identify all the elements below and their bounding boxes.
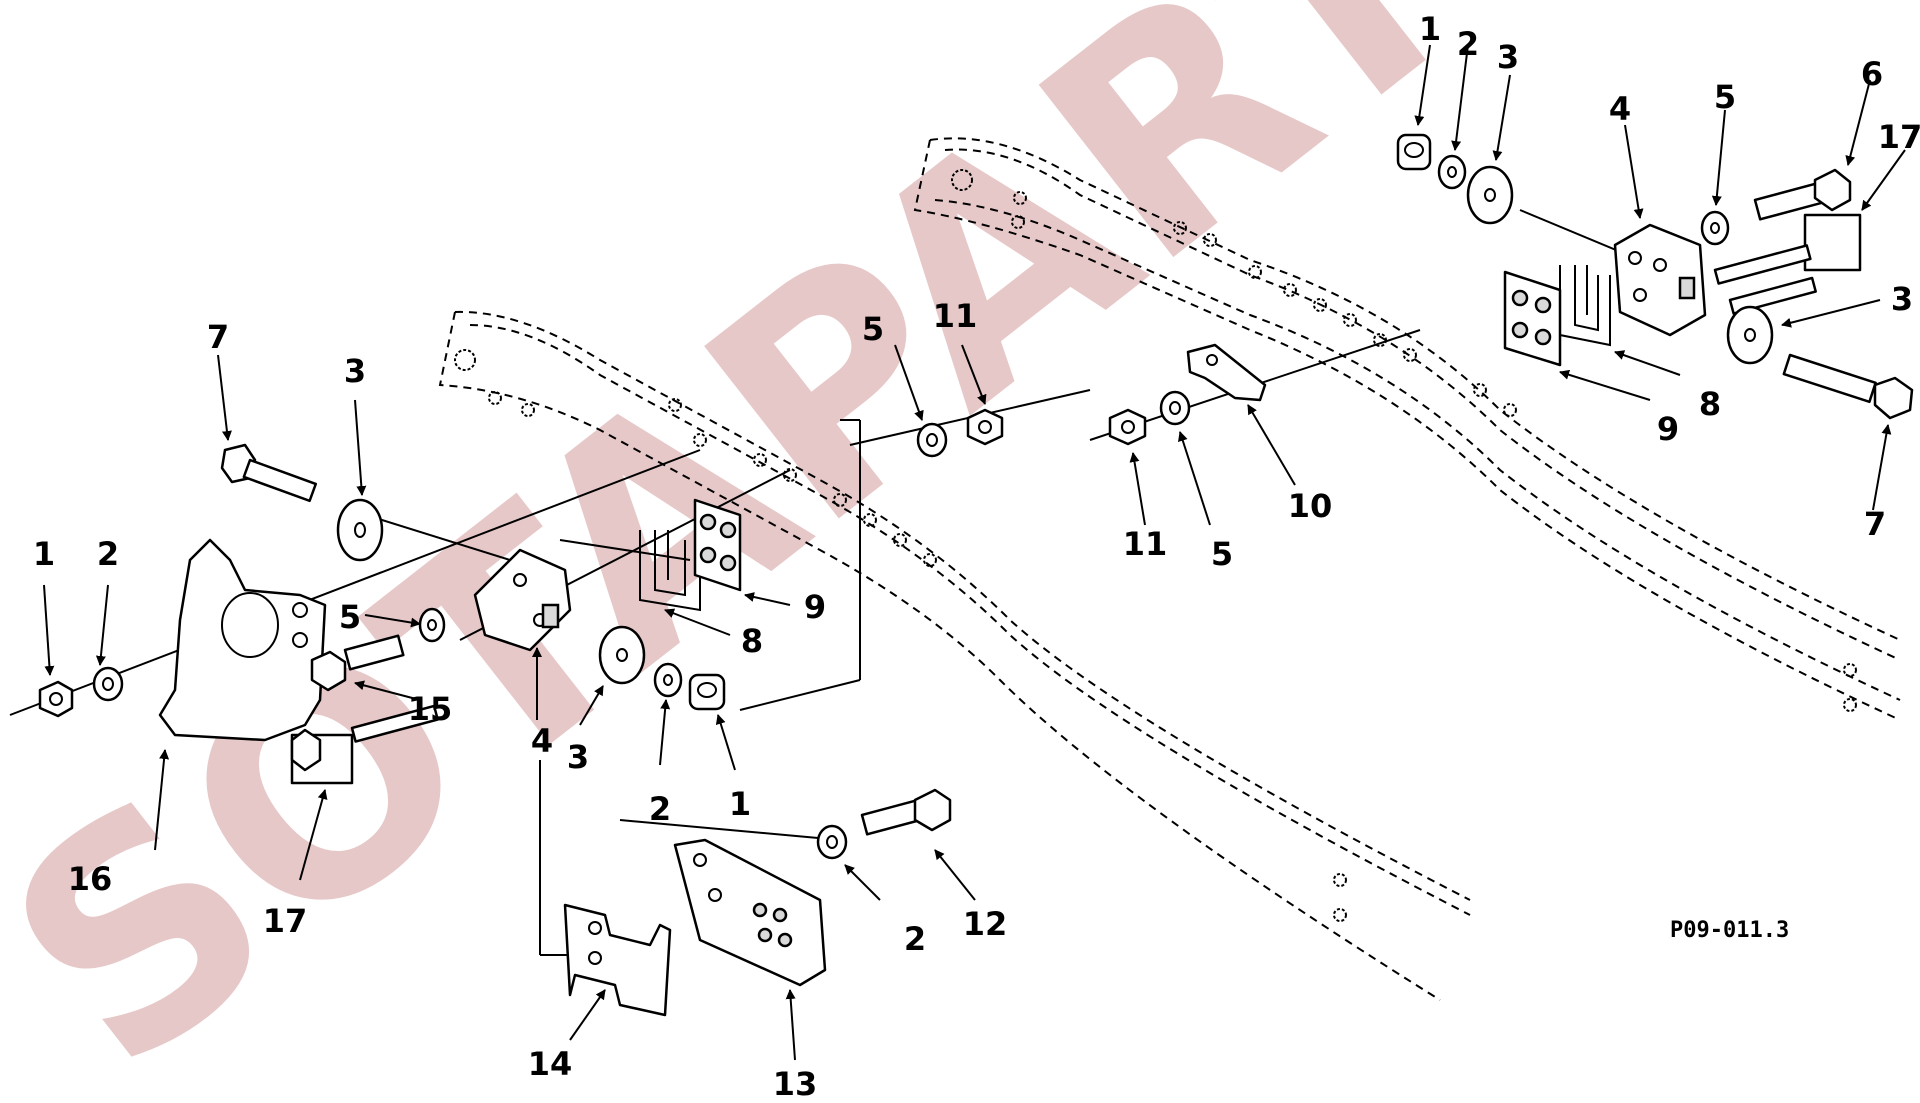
part-clamp-17-left: [290, 704, 439, 785]
part-bolt-12: [860, 788, 952, 836]
callout-12: 12: [963, 905, 1008, 943]
callout-11: 11: [1123, 525, 1168, 563]
callout-3: 3: [1497, 38, 1519, 76]
part-nut-1-right: [1396, 133, 1432, 171]
part-washer-5-left: [418, 607, 446, 643]
callout-5: 5: [339, 598, 361, 636]
part-washer-3-left: [336, 498, 384, 562]
part-washer-3-center: [598, 625, 646, 685]
callout-17: 17: [1878, 118, 1920, 156]
drawing-code: P09-011.3: [1670, 918, 1789, 943]
part-block-4-left: [473, 548, 572, 652]
callout-10: 10: [1288, 487, 1333, 525]
part-washer-5-right: [1159, 390, 1191, 426]
callout-9: 9: [804, 588, 826, 626]
callout-8: 8: [1699, 385, 1721, 423]
part-nut-11-middle: [966, 408, 1004, 446]
part-bracket-10: [1186, 343, 1267, 402]
callout-15: 15: [408, 690, 453, 728]
part-washer-2-center: [653, 662, 683, 698]
callout-7: 7: [207, 318, 229, 356]
part-clamp-17-right: [1713, 213, 1862, 315]
part-washer-2-left: [92, 666, 124, 702]
part-washer-5-far-right: [1700, 210, 1730, 246]
callout-7: 7: [1864, 505, 1886, 543]
frame-rail-rear: [913, 137, 1901, 721]
callout-17: 17: [263, 902, 308, 940]
callout-2: 2: [649, 790, 671, 828]
callout-5: 5: [1714, 78, 1736, 116]
callout-2: 2: [904, 920, 926, 958]
part-plate-9-left: [693, 498, 742, 592]
callout-1: 1: [729, 785, 751, 823]
callout-16: 16: [68, 860, 113, 898]
part-hitch-bracket-16: [158, 538, 327, 742]
callout-3: 3: [567, 738, 589, 776]
part-washer-2-right: [1437, 154, 1467, 190]
part-washer-2-bottom: [816, 824, 848, 860]
part-plate-13: [673, 838, 827, 987]
callout-labels: 1 2 3 4 5 6 17 3 8 9 7 5 11 11 5 10 7 3 …: [33, 10, 1920, 1103]
callout-11: 11: [933, 297, 978, 335]
callout-9: 9: [1657, 410, 1679, 448]
part-nut-11-right: [1108, 408, 1147, 446]
part-shims-8-right: [1559, 265, 1611, 347]
part-bolt-7-right: [1782, 353, 1914, 420]
callout-3: 3: [344, 352, 366, 390]
part-washer-3-far-right: [1726, 305, 1774, 365]
part-washer-5-middle: [916, 422, 948, 458]
part-plate-14: [563, 903, 672, 1017]
callout-arrows: [43, 44, 1906, 1061]
part-plate-9-right: [1503, 270, 1562, 367]
callout-4: 4: [531, 722, 553, 760]
part-nut-1-left: [38, 680, 74, 718]
callout-5: 5: [862, 310, 884, 348]
frame-rail-front: [438, 310, 1471, 1001]
callout-2: 2: [1457, 25, 1479, 63]
part-washer-3-right: [1466, 165, 1514, 225]
callout-4: 4: [1609, 90, 1631, 128]
callout-1: 1: [33, 535, 55, 573]
part-nut-1-center: [688, 673, 726, 711]
callout-14: 14: [528, 1045, 573, 1083]
callout-6: 6: [1861, 55, 1883, 93]
callout-13: 13: [773, 1065, 818, 1103]
callout-8: 8: [741, 622, 763, 660]
callout-2: 2: [97, 535, 119, 573]
part-bolt-7-left: [220, 443, 318, 503]
part-block-4-right: [1613, 223, 1707, 337]
callout-5: 5: [1211, 535, 1233, 573]
part-bolt-6: [1753, 168, 1852, 221]
callout-3: 3: [1891, 280, 1913, 318]
callout-1: 1: [1419, 10, 1441, 48]
part-bolt-15: [310, 634, 405, 692]
